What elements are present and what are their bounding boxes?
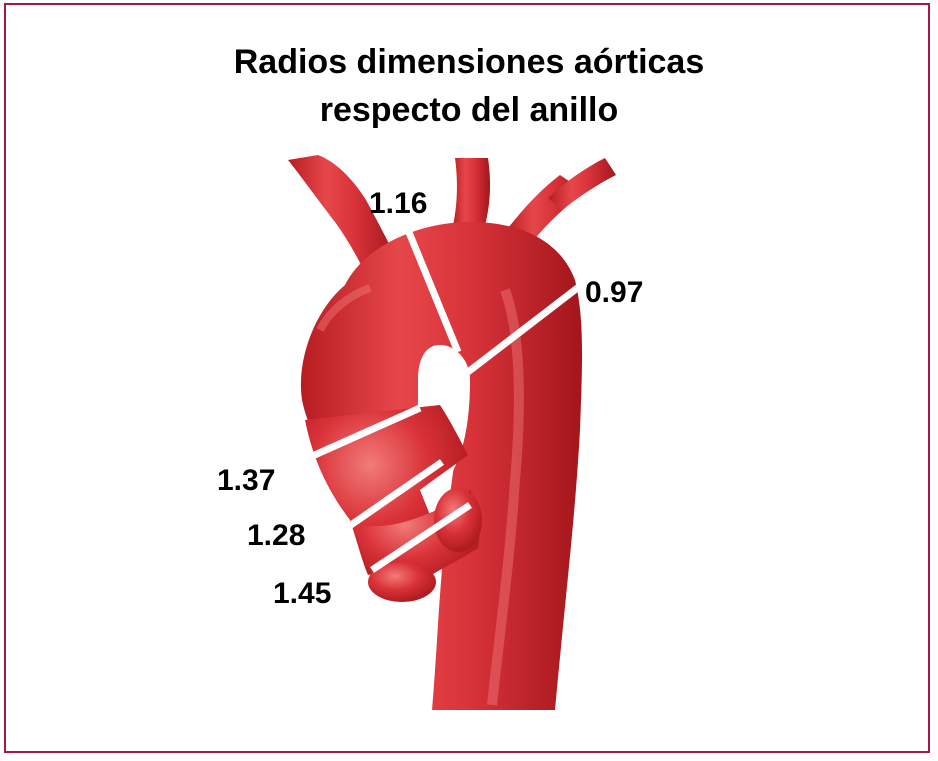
label-annulus: 1.45: [273, 577, 331, 610]
label-descending: 0.97: [585, 276, 643, 309]
label-sinotubular: 1.28: [247, 519, 305, 552]
label-arch-top: 1.16: [369, 187, 427, 220]
label-ascending: 1.37: [217, 464, 275, 497]
